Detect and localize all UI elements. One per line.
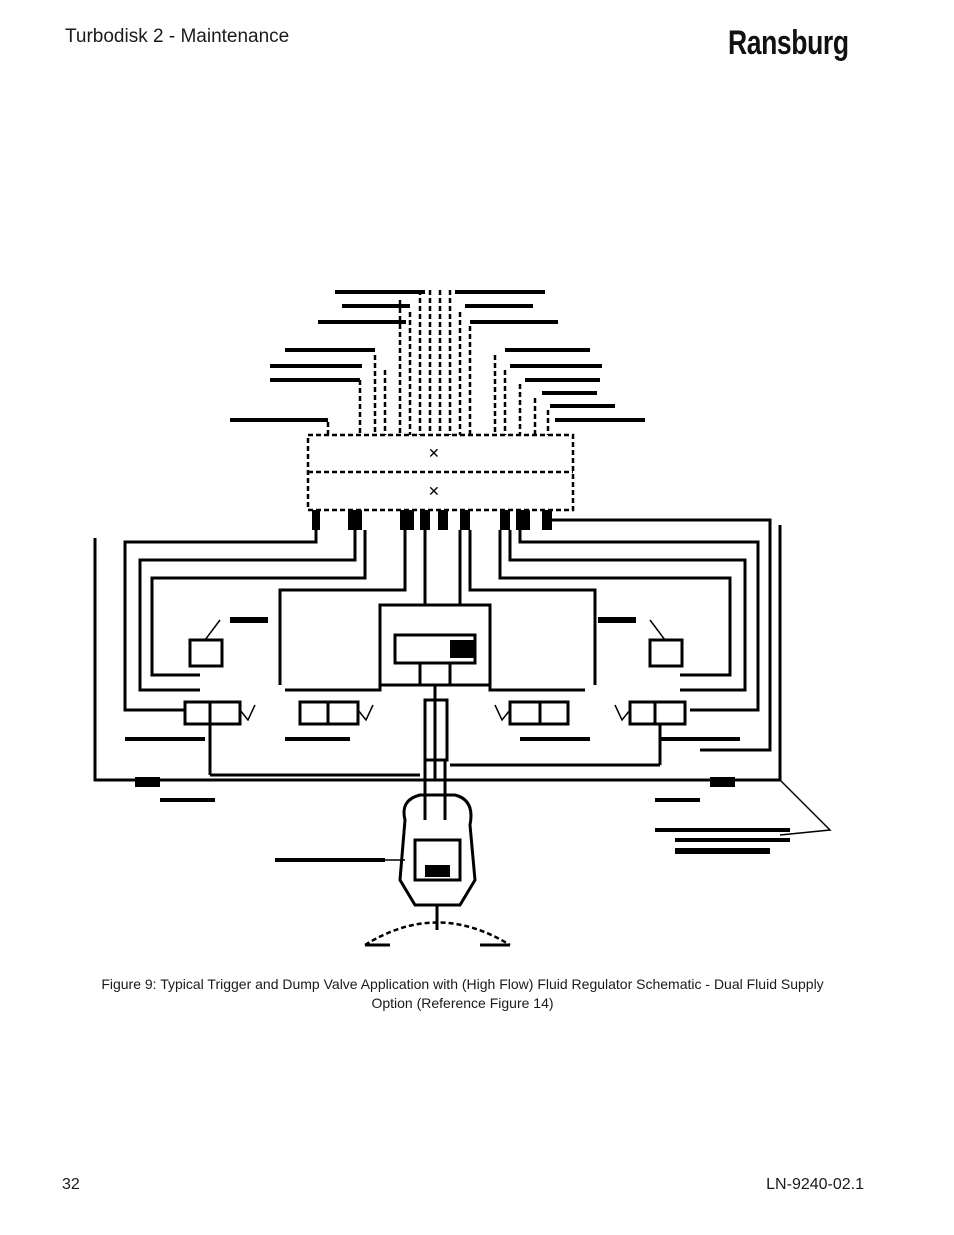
figure-caption-line-2: Option (Reference Figure 14) xyxy=(371,995,554,1011)
left-tubing xyxy=(93,530,427,782)
page-number: 32 xyxy=(62,1176,80,1193)
figure-caption-line-1: Figure 9: Typical Trigger and Dump Valve… xyxy=(101,976,824,992)
center-fluid-regulator xyxy=(378,603,492,780)
page-header-title: Turbodisk 2 - Maintenance xyxy=(65,26,290,47)
supply-label xyxy=(655,779,832,854)
right-dump-valve xyxy=(614,700,740,741)
manifold-fittings xyxy=(312,510,552,530)
schematic-figure: ✕ ✕ xyxy=(80,280,840,960)
bottom-tubing xyxy=(135,724,735,820)
top-label-block xyxy=(230,290,645,422)
left-dump-valve xyxy=(125,700,256,741)
figure-caption: Figure 9: Typical Trigger and Dump Valve… xyxy=(60,975,865,1013)
svg-text:✕: ✕ xyxy=(428,484,440,500)
svg-text:✕: ✕ xyxy=(428,446,440,462)
left-regulator xyxy=(188,617,268,668)
manifold-block: ✕ ✕ xyxy=(306,433,575,512)
applicator xyxy=(275,793,511,947)
document-number: LN-9240-02.1 xyxy=(766,1176,864,1193)
left-trigger-valve xyxy=(285,700,374,741)
signal-lines xyxy=(326,290,550,435)
right-trigger-valve xyxy=(494,700,590,741)
schematic-diagram: ✕ ✕ xyxy=(93,290,832,947)
right-regulator xyxy=(598,617,684,668)
ransburg-logo: Ransburg xyxy=(728,24,849,62)
